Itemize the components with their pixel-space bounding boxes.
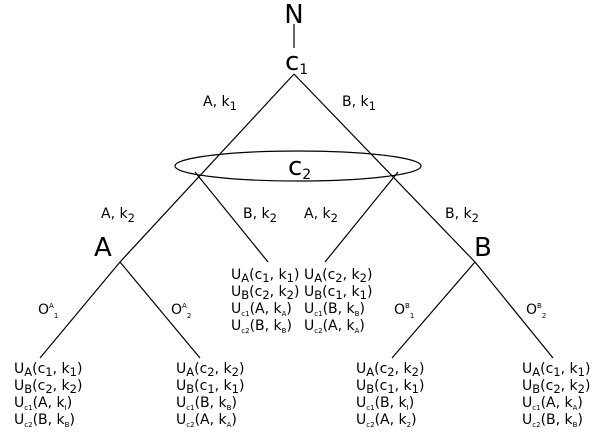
payoff-line: Uc1(B, kI) xyxy=(356,395,414,412)
payoff-line: Uc1(B, kB) xyxy=(176,395,237,412)
payoff-line: UB(c1, k1) xyxy=(356,378,424,396)
edge-c2-left xyxy=(194,171,269,263)
payoff-block-leaf-1: UA(c1, k1)UB(c2, k2)Uc1(A, kI)Uc2(B, kB) xyxy=(14,361,82,429)
payoff-block-leaf-2: UA(c2, k2)UB(c1, k1)Uc1(B, kB)Uc2(A, kA) xyxy=(176,361,244,429)
node-B: B xyxy=(474,233,492,263)
edge-label-top-left: A, k1 xyxy=(203,94,237,113)
edge-c1-left xyxy=(119,73,295,263)
outcome-label-b2: OB2 xyxy=(526,302,546,320)
payoff-block-leaf-4: UA(c1, k1)UB(c2, k2)Uc1(A, kA)Uc2(B, kB) xyxy=(522,361,590,429)
payoff-line: UA(c1, k1) xyxy=(522,361,590,379)
edge-label-top-right: B, k1 xyxy=(342,94,376,113)
edge-label-ll: A, k2 xyxy=(101,206,135,225)
payoff-line: UB(c2, k2) xyxy=(522,378,590,396)
payoff-line: Uc1(B, kB) xyxy=(304,301,365,318)
node-A: A xyxy=(94,233,112,263)
payoff-line: UA(c2, k2) xyxy=(176,361,244,379)
payoff-line: Uc2(A, kA) xyxy=(176,412,237,429)
edge-c2-right xyxy=(324,171,399,263)
payoff-line: UA(c1, k1) xyxy=(231,267,299,285)
payoff-line: Uc1(A, kI) xyxy=(14,395,72,412)
payoff-line: UA(c2, k2) xyxy=(356,361,424,379)
edge-B-right xyxy=(474,261,554,359)
outcome-label-b1: OB1 xyxy=(394,302,414,320)
node-c2: c2 xyxy=(288,152,311,183)
payoff-line: Uc1(A, kA) xyxy=(522,395,583,412)
payoff-line: Uc2(B, kB) xyxy=(522,412,583,429)
payoff-line: Uc2(B, kB) xyxy=(231,318,292,335)
payoff-block-leaf-3: UA(c2, k2)UB(c1, k1)Uc1(B, kI)Uc2(A, k2) xyxy=(356,361,424,429)
edge-label-rl: A, k2 xyxy=(304,206,338,225)
outcome-label-a1: OA1 xyxy=(38,302,58,320)
payoff-line: Uc2(A, kA) xyxy=(304,318,365,335)
edge-A-right xyxy=(119,261,201,359)
payoff-line: Uc1(A, kA) xyxy=(231,301,292,318)
edge-c1-right xyxy=(293,73,476,263)
payoff-line: UA(c1, k1) xyxy=(14,361,82,379)
edge-B-left xyxy=(391,261,476,359)
payoff-line: Uc2(A, k2) xyxy=(356,412,417,429)
information-set-ellipse xyxy=(174,150,422,182)
payoff-line: UB(c1, k1) xyxy=(304,284,372,302)
edge-A-left xyxy=(39,261,121,359)
payoff-line: UB(c2, k2) xyxy=(14,378,82,396)
edge-label-lr: B, k2 xyxy=(243,206,277,225)
payoff-line: UB(c2, k2) xyxy=(231,284,299,302)
payoff-line: UB(c1, k1) xyxy=(176,378,244,396)
payoff-block-mid-right: UA(c2, k2)UB(c1, k1)Uc1(B, kB)Uc2(A, kA) xyxy=(304,267,372,335)
payoff-block-mid-left: UA(c1, k1)UB(c2, k2)Uc1(A, kA)Uc2(B, kB) xyxy=(231,267,299,335)
edge-label-rr: B, k2 xyxy=(445,206,479,225)
payoff-line: UA(c2, k2) xyxy=(304,267,372,285)
outcome-label-a2: OA2 xyxy=(171,302,191,320)
node-nature: N xyxy=(284,0,303,30)
node-c1: c1 xyxy=(285,47,308,78)
payoff-line: Uc2(B, kB) xyxy=(14,412,75,429)
